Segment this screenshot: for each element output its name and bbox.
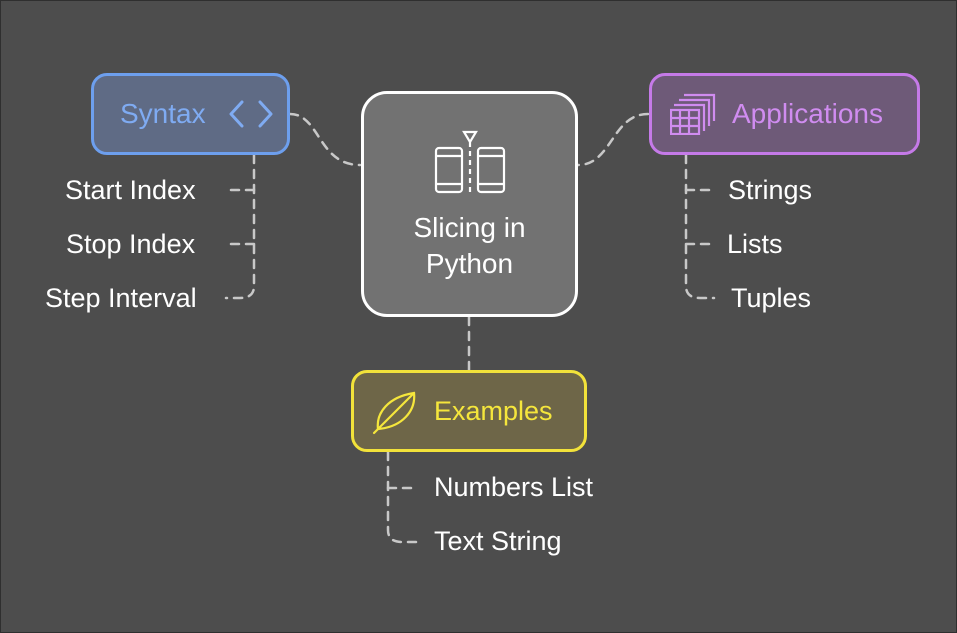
code-brackets-icon: [229, 100, 273, 128]
syntax-item-start-index: Start Index: [65, 175, 196, 205]
central-topic-node[interactable]: Slicing in Python: [361, 91, 578, 317]
syntax-item-step-interval: Step Interval: [45, 283, 197, 313]
connector-apps-leaves: [684, 153, 716, 300]
leaf-icon: [372, 391, 416, 435]
syntax-label: Syntax: [120, 98, 206, 129]
applications-node[interactable]: Applications: [649, 73, 920, 155]
connector-syntax-center: [288, 112, 362, 167]
stacked-tables-icon: [670, 93, 716, 135]
applications-item-strings: Strings: [728, 175, 813, 205]
connector-syntax-leaves: [224, 153, 256, 300]
applications-item-tuples: Tuples: [731, 283, 812, 313]
examples-item-text-string: Text String: [434, 526, 562, 556]
syntax-item-stop-index: Stop Index: [66, 229, 196, 259]
examples-node[interactable]: Examples: [351, 370, 587, 452]
connector-examples-leaves: [386, 450, 418, 544]
syntax-node[interactable]: Syntax: [91, 73, 290, 155]
applications-item-lists: Lists: [727, 229, 783, 259]
applications-label: Applications: [732, 98, 883, 129]
slice-columns-icon: [434, 130, 505, 196]
connector-apps-center: [576, 112, 650, 167]
central-topic-title: Slicing in Python: [413, 212, 526, 279]
examples-item-numbers-list: Numbers List: [434, 472, 594, 502]
examples-label: Examples: [434, 395, 553, 426]
